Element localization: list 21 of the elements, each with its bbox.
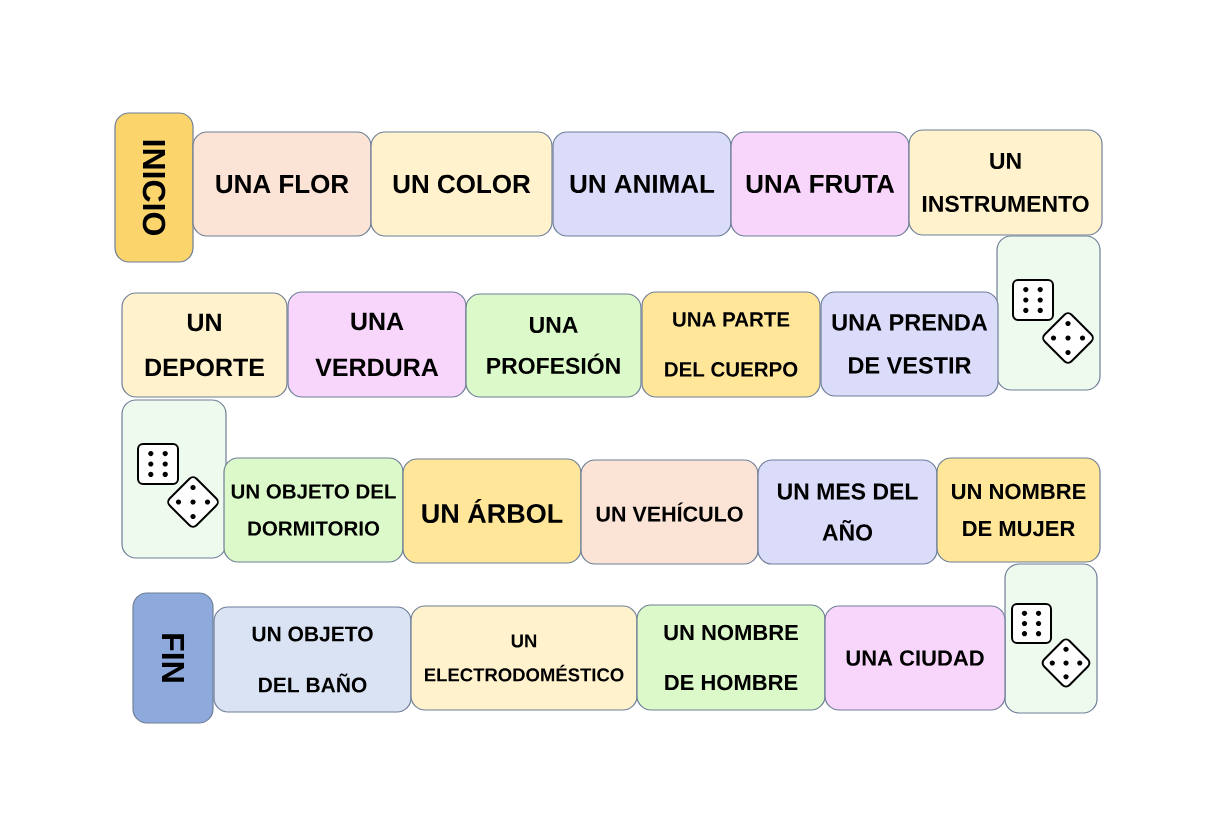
board-square: UNA FRUTA xyxy=(730,131,910,237)
board-square: UNA PARTE DEL CUERPO xyxy=(641,291,821,398)
board-square: UNA VERDURA xyxy=(287,291,467,398)
board-square: UNA PRENDA DE VESTIR xyxy=(820,291,999,397)
board-square: UN NOMBRE DE HOMBRE xyxy=(636,604,826,711)
board-square: UN OBJETO DEL BAÑO xyxy=(213,606,412,713)
start-square: INICIO xyxy=(114,112,194,263)
board-square: UN ELECTRODOMÉSTICO xyxy=(410,605,638,711)
board-square: UN ANIMAL xyxy=(552,131,732,237)
board-square: UN VEHÍCULO xyxy=(580,459,759,565)
board-square: UN INSTRUMENTO xyxy=(908,129,1103,236)
board-square: UNA FLOR xyxy=(192,131,372,237)
board-square: UNA CIUDAD xyxy=(824,605,1006,711)
board-square: UN ÁRBOL xyxy=(402,458,582,564)
board-square: UN MES DEL AÑO xyxy=(757,459,938,565)
board-square: UN NOMBRE DE MUJER xyxy=(936,457,1101,563)
board-square: UNA PROFESIÓN xyxy=(465,293,642,398)
board-square: UN OBJETO DEL DORMITORIO xyxy=(223,457,404,563)
finish-square: FIN xyxy=(132,592,214,724)
board-square: UN DEPORTE xyxy=(121,292,288,398)
board-square: UN COLOR xyxy=(370,131,553,237)
